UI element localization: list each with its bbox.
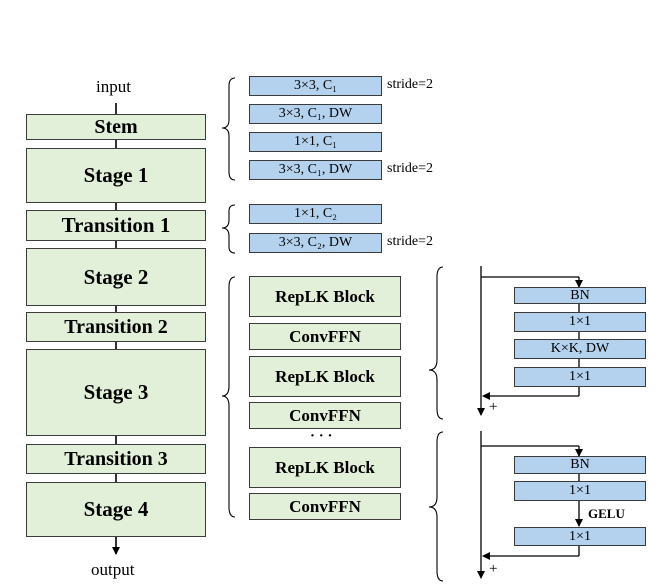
convffn-bn: BN [514, 456, 646, 474]
convffn-wiring [477, 431, 583, 579]
transition-stride-2: stride=2 [387, 234, 433, 249]
transition-2-block: Transition 2 [26, 312, 206, 342]
brace-convffn [428, 431, 444, 582]
convffn-plus: + [489, 561, 498, 577]
brace-stem [221, 77, 236, 181]
convffn-block-1: ConvFFN [249, 323, 401, 350]
output-label: output [91, 560, 135, 579]
replk-dw-conv: K×K, DW [514, 339, 646, 359]
convffn-block-2: ConvFFN [249, 402, 401, 429]
convffn-block-3: ConvFFN [249, 493, 401, 520]
stem-stride-4: stride=2 [387, 161, 433, 176]
stem-layer-1: 3×3, C₁ [249, 76, 382, 96]
stage-3-block: Stage 3 [26, 349, 206, 436]
replk-conv2: 1×1 [514, 367, 646, 387]
transition-1-block: Transition 1 [26, 210, 206, 241]
convffn-conv1: 1×1 [514, 481, 646, 501]
brace-replk [428, 266, 444, 420]
ellipsis-dots: · · · [310, 428, 333, 444]
input-label: input [96, 77, 131, 96]
transition-layer-2: 3×3, C₂, DW [249, 233, 382, 253]
stage-4-block: Stage 4 [26, 482, 206, 537]
stem-layer-4: 3×3, C₁, DW [249, 160, 382, 180]
stem-layer-3: 1×1, C₁ [249, 132, 382, 152]
brace-stage3 [221, 276, 236, 518]
replk-plus: + [489, 399, 498, 415]
curly-braces [221, 77, 444, 582]
transition-3-block: Transition 3 [26, 444, 206, 474]
replk-bn: BN [514, 287, 646, 304]
transition-layer-1: 1×1, C₂ [249, 204, 382, 224]
stem-block: Stem [26, 114, 206, 140]
convffn-gelu: GELU [588, 506, 625, 521]
stage-2-block: Stage 2 [26, 248, 206, 306]
stage-1-block: Stage 1 [26, 148, 206, 203]
replk-wiring [477, 266, 583, 416]
replk-block-1: RepLK Block [249, 276, 401, 317]
replk-block-3: RepLK Block [249, 447, 401, 488]
brace-transition1 [221, 204, 236, 254]
convffn-conv2: 1×1 [514, 527, 646, 546]
replk-conv1: 1×1 [514, 312, 646, 332]
stem-stride-1: stride=2 [387, 77, 433, 92]
stem-layer-2: 3×3, C₁, DW [249, 104, 382, 124]
replk-block-2: RepLK Block [249, 356, 401, 397]
